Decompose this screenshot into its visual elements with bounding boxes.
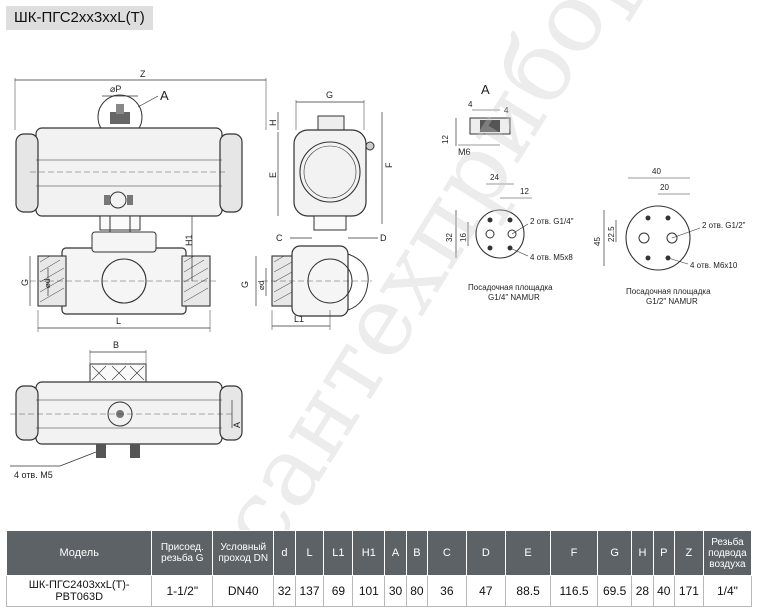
- dim-h1-label: H1: [184, 234, 194, 246]
- table-cell: 32: [273, 575, 296, 607]
- table-header-cell: Условный проход DN: [212, 530, 275, 576]
- table-cell: 171: [673, 575, 704, 607]
- table-header-cell: C: [427, 530, 467, 576]
- dim-20-label: 20: [660, 183, 669, 192]
- table-header-cell: P: [652, 530, 675, 576]
- table-cell: 101: [352, 575, 386, 607]
- page-title: ШК-ПГС2хх3ххL(Т): [6, 6, 153, 30]
- dim-g-top-label: G: [326, 90, 333, 100]
- table-header-cell: H1: [352, 530, 386, 576]
- namur-g12: 40 20 45 22.5 2 отв. G1/2" 4 отв. М6х10 …: [593, 167, 746, 306]
- dim-g-side-label: G: [240, 281, 250, 288]
- table-cell: 47: [465, 575, 507, 607]
- dim-32-label: 32: [445, 233, 454, 242]
- dim-12-label: 12: [441, 135, 450, 144]
- dim-40-label: 40: [652, 167, 661, 176]
- table-header-cell: d: [273, 530, 296, 576]
- dim-g-label: G: [20, 279, 30, 286]
- dim-24-label: 24: [490, 173, 499, 182]
- detail-a: A 4 4 12 М6: [441, 82, 511, 157]
- dim-c-label: C: [276, 233, 283, 243]
- holes-m5x8-label: 4 отв. М5х8: [530, 253, 573, 262]
- table-header-cell: D: [465, 530, 507, 576]
- table-cell: 88.5: [505, 575, 552, 607]
- holes-g14-label: 2 отв. G1/4": [530, 217, 574, 226]
- dim-12b-label: 12: [520, 187, 529, 196]
- table-header-cell: Модель: [5, 530, 153, 576]
- table-header-cell: H: [631, 530, 654, 576]
- table-cell: 69: [323, 575, 354, 607]
- dim-p-label: ⌀P: [110, 84, 121, 94]
- side-view: G H E F C D G ⌀d: [240, 90, 394, 330]
- table-cell: 30: [384, 575, 407, 607]
- top-view: B A 4 отв. М5: [10, 340, 243, 480]
- table-cell: DN40: [212, 575, 275, 607]
- holes-m5-label: 4 отв. М5: [14, 470, 53, 480]
- dim-l1-label: L1: [294, 314, 304, 324]
- holes-g12-label: 2 отв. G1/2": [702, 221, 746, 230]
- table-header-cell: G: [597, 530, 633, 576]
- table-cell: 137: [294, 575, 325, 607]
- dim-h-label: H: [268, 120, 278, 127]
- dim-a-side-label: A: [232, 422, 242, 428]
- table-header-cell: F: [550, 530, 599, 576]
- caption2-line2: G1/2" NAMUR: [646, 297, 698, 306]
- dim-45-label: 45: [593, 237, 602, 246]
- table-header-cell: L1: [323, 530, 354, 576]
- callout-a-label: A: [160, 88, 169, 103]
- technical-drawing: Z ⌀P A H1: [10, 69, 746, 480]
- dim-16-label: 16: [459, 233, 468, 242]
- caption2-line1: Посадочная площадка: [626, 287, 711, 296]
- table-cell: 116.5: [550, 575, 599, 607]
- table-cell: 28: [631, 575, 654, 607]
- detail-a-title: A: [481, 82, 490, 97]
- table-cell: 36: [427, 575, 467, 607]
- dim-4a-label: 4: [468, 100, 473, 109]
- dim-b-label: B: [113, 340, 119, 350]
- table-header-cell: Присоед. резьба G: [151, 530, 214, 576]
- dim-l-label: L: [116, 316, 121, 326]
- dim-z-label: Z: [140, 69, 146, 79]
- table-cell: 69.5: [597, 575, 633, 607]
- table-header-cell: Z: [673, 530, 704, 576]
- dim-d-side-label: ⌀d: [257, 281, 266, 290]
- namur-g14: 24 12 32 16 2 отв. G1/4" 4 отв. М5х8 Пос…: [445, 173, 574, 302]
- dim-e-label: E: [268, 172, 278, 178]
- table-cell: 1/4": [702, 575, 753, 607]
- m6-label: М6: [458, 147, 471, 157]
- dim-d-label: ⌀d: [43, 279, 52, 288]
- table-header-cell: E: [505, 530, 552, 576]
- caption1-line2: G1/4" NAMUR: [488, 293, 540, 302]
- table-header-cell: Резьба подвода воздуха: [702, 530, 753, 576]
- holes-m6x10-label: 4 отв. М6х10: [690, 261, 738, 270]
- table-cell: 1-1/2": [151, 575, 214, 607]
- dim-dd-label: D: [380, 233, 387, 243]
- caption1-line1: Посадочная площадка: [468, 283, 553, 292]
- table-cell: ШК-ПГС2403ххL(Т)-PBT063D: [5, 575, 153, 607]
- table-header-cell: L: [294, 530, 325, 576]
- dim-f-label: F: [384, 162, 394, 168]
- table-header-cell: B: [405, 530, 429, 576]
- front-view: Z ⌀P A H1: [14, 69, 267, 332]
- table-header-cell: A: [384, 530, 407, 576]
- dim-225-label: 22.5: [607, 226, 616, 242]
- table-cell: 40: [652, 575, 675, 607]
- dim-4b-label: 4: [504, 106, 509, 115]
- table-cell: 80: [405, 575, 429, 607]
